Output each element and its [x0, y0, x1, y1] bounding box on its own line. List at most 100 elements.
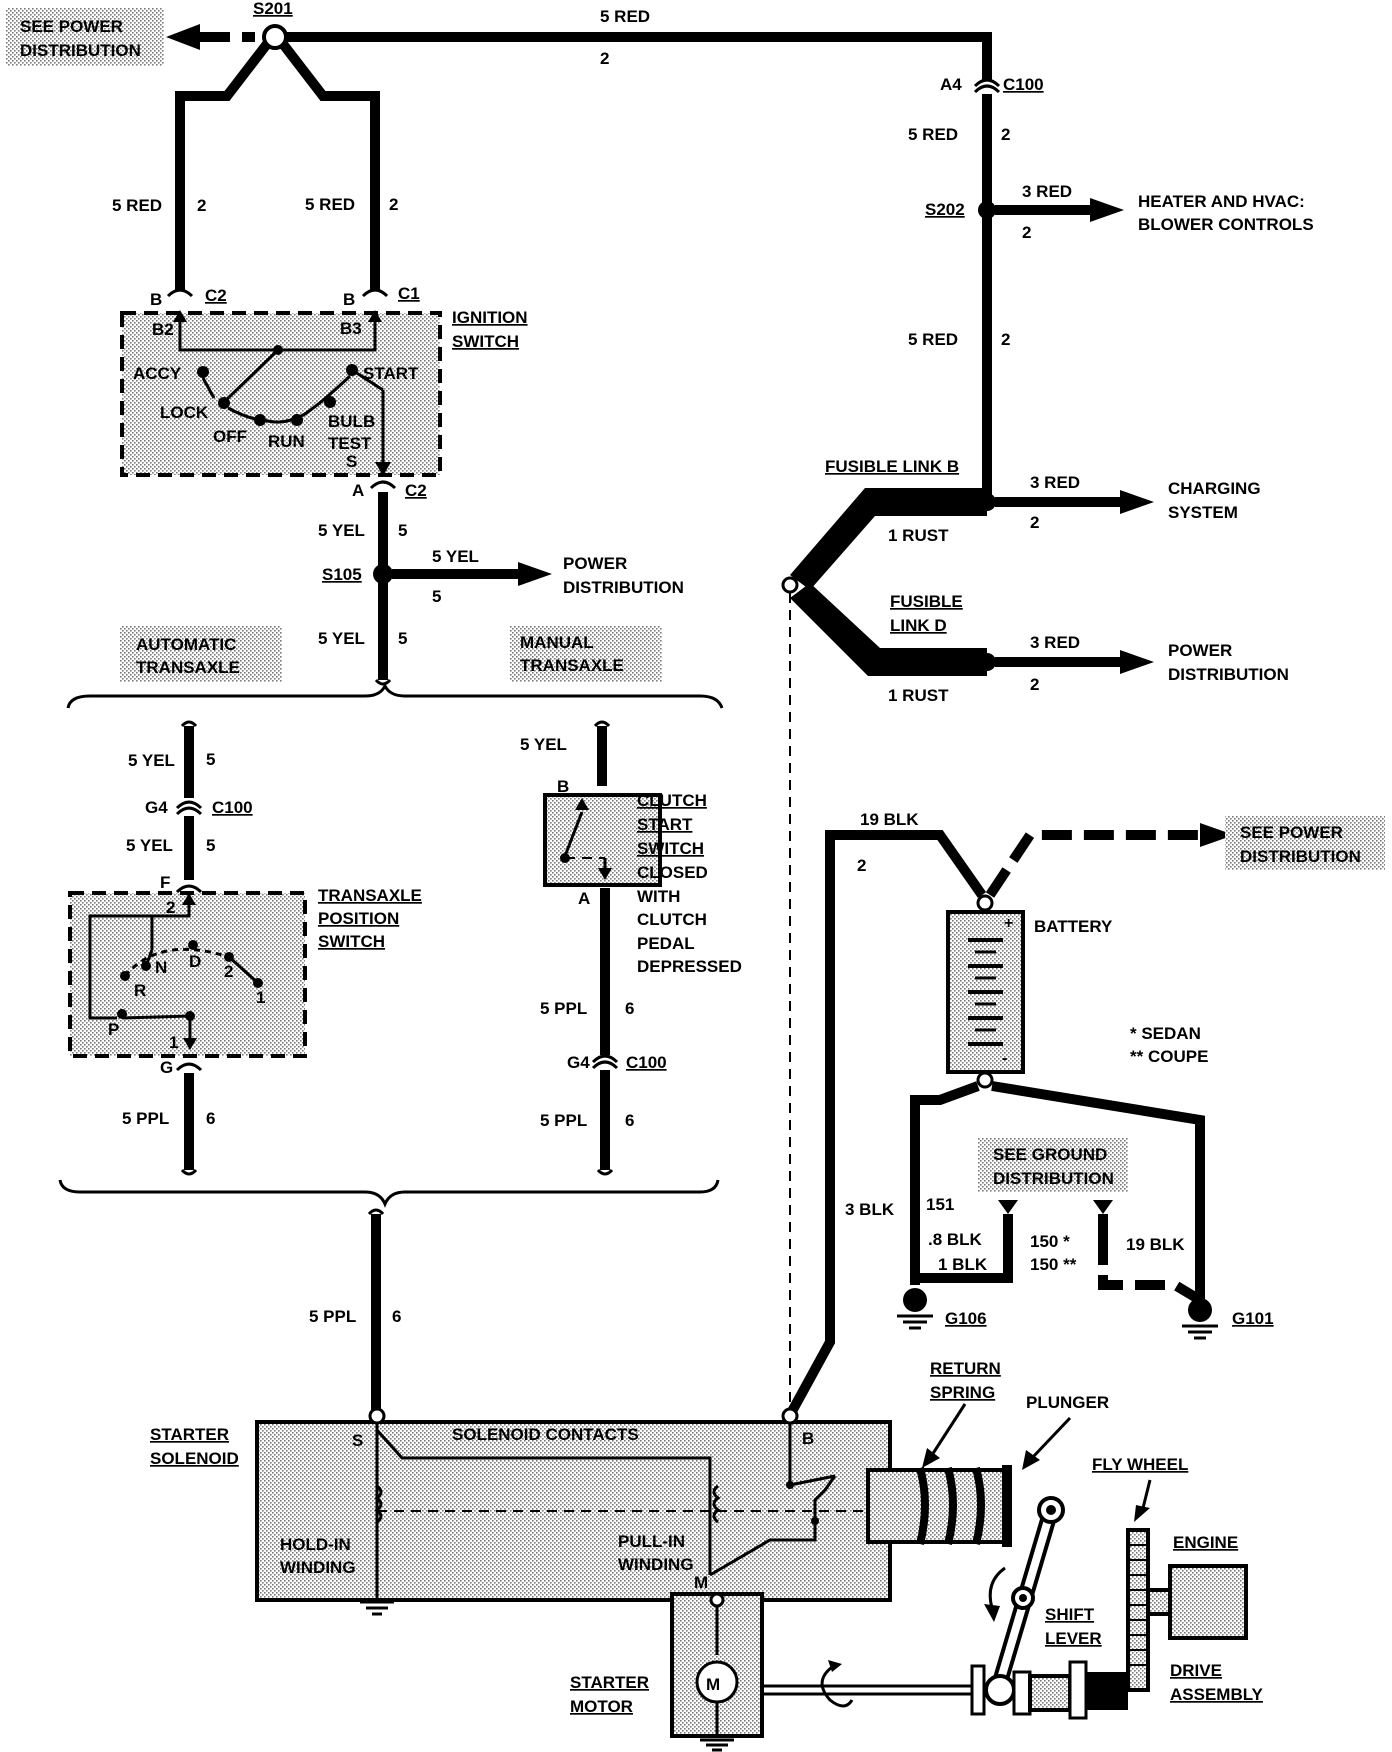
svg-text:SEE POWER: SEE POWER [20, 17, 123, 36]
svg-text:A: A [352, 481, 364, 500]
arrow-pointer-icon [1022, 1450, 1040, 1470]
wire-label: 5 YEL [318, 629, 365, 648]
wire-g106-jumper [915, 1214, 1013, 1283]
arrow-right-icon [1120, 490, 1154, 514]
svg-text:2: 2 [224, 962, 233, 981]
svg-text:POSITION: POSITION [318, 909, 399, 928]
svg-text:S: S [346, 452, 357, 471]
arrow-right-icon [518, 562, 552, 586]
splice-s201 [262, 24, 288, 50]
svg-text:SHIFT: SHIFT [1045, 1605, 1095, 1624]
circuit-number: 5 [598, 734, 607, 753]
fusible-d-junction [978, 653, 996, 671]
svg-text:C2: C2 [405, 481, 427, 500]
drive-assembly-label: DRIVE ASSEMBLY [1170, 1661, 1264, 1704]
hvac-label: HEATER AND HVAC: [1138, 192, 1305, 211]
arrow-right-icon [1120, 650, 1154, 674]
circuit-number: 6 [206, 1109, 215, 1128]
circuit-number: 5 [206, 750, 215, 769]
return-spring-pointer [930, 1403, 967, 1456]
connector-tps-f: F [160, 873, 203, 894]
circuit-number: 5 [206, 836, 215, 855]
svg-text:2: 2 [166, 898, 175, 917]
circuit-number: 2 [1030, 675, 1039, 694]
ground-g101-icon [1182, 1298, 1218, 1340]
svg-text:LEVER: LEVER [1045, 1629, 1102, 1648]
solenoid-ground-icon [360, 1590, 394, 1616]
svg-text:P: P [108, 1020, 119, 1039]
svg-text:STARTER: STARTER [150, 1425, 229, 1444]
battery-negative-terminal [976, 1071, 994, 1089]
svg-text:MOTOR: MOTOR [570, 1697, 633, 1716]
svg-text:SOLENOID: SOLENOID [150, 1449, 239, 1468]
circuit-number: 6 [392, 1307, 401, 1326]
svg-text:G: G [160, 1058, 173, 1077]
svg-text:F: F [160, 873, 170, 892]
battery-positive-terminal [976, 894, 994, 912]
wire-label: 5 RED [600, 7, 650, 26]
splice-label: S202 [925, 200, 965, 219]
fusible-link-eye [781, 576, 799, 594]
fusible-link-d-label: FUSIBLE LINK D [890, 592, 963, 635]
clutch-start-switch-label: CLUTCH START SWITCH CLOSED WITH CLUTCH P… [637, 791, 742, 976]
wire-label: 5 YEL [318, 521, 365, 540]
svg-text:A4: A4 [940, 75, 962, 94]
svg-text:ACCY: ACCY [133, 364, 182, 383]
ignition-switch-label: IGNITION SWITCH [452, 308, 528, 351]
plunger-pointer [1030, 1416, 1072, 1460]
svg-text:DEPRESSED: DEPRESSED [637, 957, 742, 976]
svg-text:SWITCH: SWITCH [637, 839, 704, 858]
circuit-number: 6 [625, 1111, 634, 1130]
charging-system-label: CHARGING [1168, 479, 1261, 498]
svg-text:WINDING: WINDING [618, 1555, 694, 1574]
svg-text:C1: C1 [398, 284, 420, 303]
svg-text:BLOWER CONTROLS: BLOWER CONTROLS [1138, 215, 1314, 234]
svg-text:M: M [694, 1573, 708, 1592]
svg-text:C100: C100 [1003, 75, 1044, 94]
wire-label: 19 BLK [860, 810, 919, 829]
svg-text:D: D [189, 952, 201, 971]
svg-text:TRANSAXLE: TRANSAXLE [136, 658, 240, 677]
svg-text:AUTOMATIC: AUTOMATIC [136, 635, 236, 654]
wire-label: 3 BLK [845, 1200, 895, 1219]
svg-text:MANUAL: MANUAL [520, 633, 594, 652]
wire-break [367, 1208, 385, 1216]
power-distribution-s105-label: POWER [563, 554, 627, 573]
svg-text:1: 1 [256, 988, 265, 1007]
splice-label: S201 [253, 0, 293, 18]
svg-text:FUSIBLE: FUSIBLE [890, 592, 963, 611]
svg-text:SYSTEM: SYSTEM [1168, 503, 1238, 522]
see-ground-distribution: SEE GROUND DISTRIBUTION [978, 1138, 1128, 1192]
svg-text:PEDAL: PEDAL [637, 934, 695, 953]
drive-assembly [970, 1660, 1128, 1720]
wire-break [596, 1168, 614, 1176]
wire-label: 5 RED [908, 125, 958, 144]
svg-text:ASSEMBLY: ASSEMBLY [1170, 1685, 1264, 1704]
svg-text:DISTRIBUTION: DISTRIBUTION [20, 41, 141, 60]
svg-text:SEE GROUND: SEE GROUND [993, 1145, 1107, 1164]
wire-label: 5 YEL [128, 751, 175, 770]
svg-text:G4: G4 [145, 798, 168, 817]
svg-text:M: M [706, 1675, 720, 1694]
circuit-number: 5 [398, 629, 407, 648]
arrow-pointer-icon [922, 1448, 940, 1468]
circuit-number: 5 [398, 521, 407, 540]
battery-label: BATTERY [1034, 917, 1113, 936]
svg-text:DISTRIBUTION: DISTRIBUTION [563, 578, 684, 597]
svg-text:B3: B3 [340, 319, 362, 338]
see-power-distribution-battery: SEE POWER DISTRIBUTION [1225, 816, 1385, 870]
svg-text:RETURN: RETURN [930, 1359, 1001, 1378]
shift-lever [984, 1496, 1065, 1685]
see-power-distribution-top: SEE POWER DISTRIBUTION [6, 8, 164, 66]
wire-s201-left [175, 40, 271, 290]
svg-text:C100: C100 [212, 798, 253, 817]
flywheel-label: FLY WHEEL [1092, 1455, 1188, 1474]
svg-text:WITH: WITH [637, 887, 680, 906]
wire-battery-right [991, 1081, 1205, 1300]
svg-text:SOLENOID CONTACTS: SOLENOID CONTACTS [452, 1425, 639, 1444]
wire-label: 5 PPL [540, 1111, 587, 1130]
starter-solenoid: S B M SOLENOID CONTACTS HOLD-IN WINDING … [255, 1407, 892, 1602]
legend-coupe: ** COUPE [1130, 1047, 1208, 1066]
ground-triangle-icon [998, 1200, 1018, 1214]
circuit-number: 2 [600, 49, 609, 68]
